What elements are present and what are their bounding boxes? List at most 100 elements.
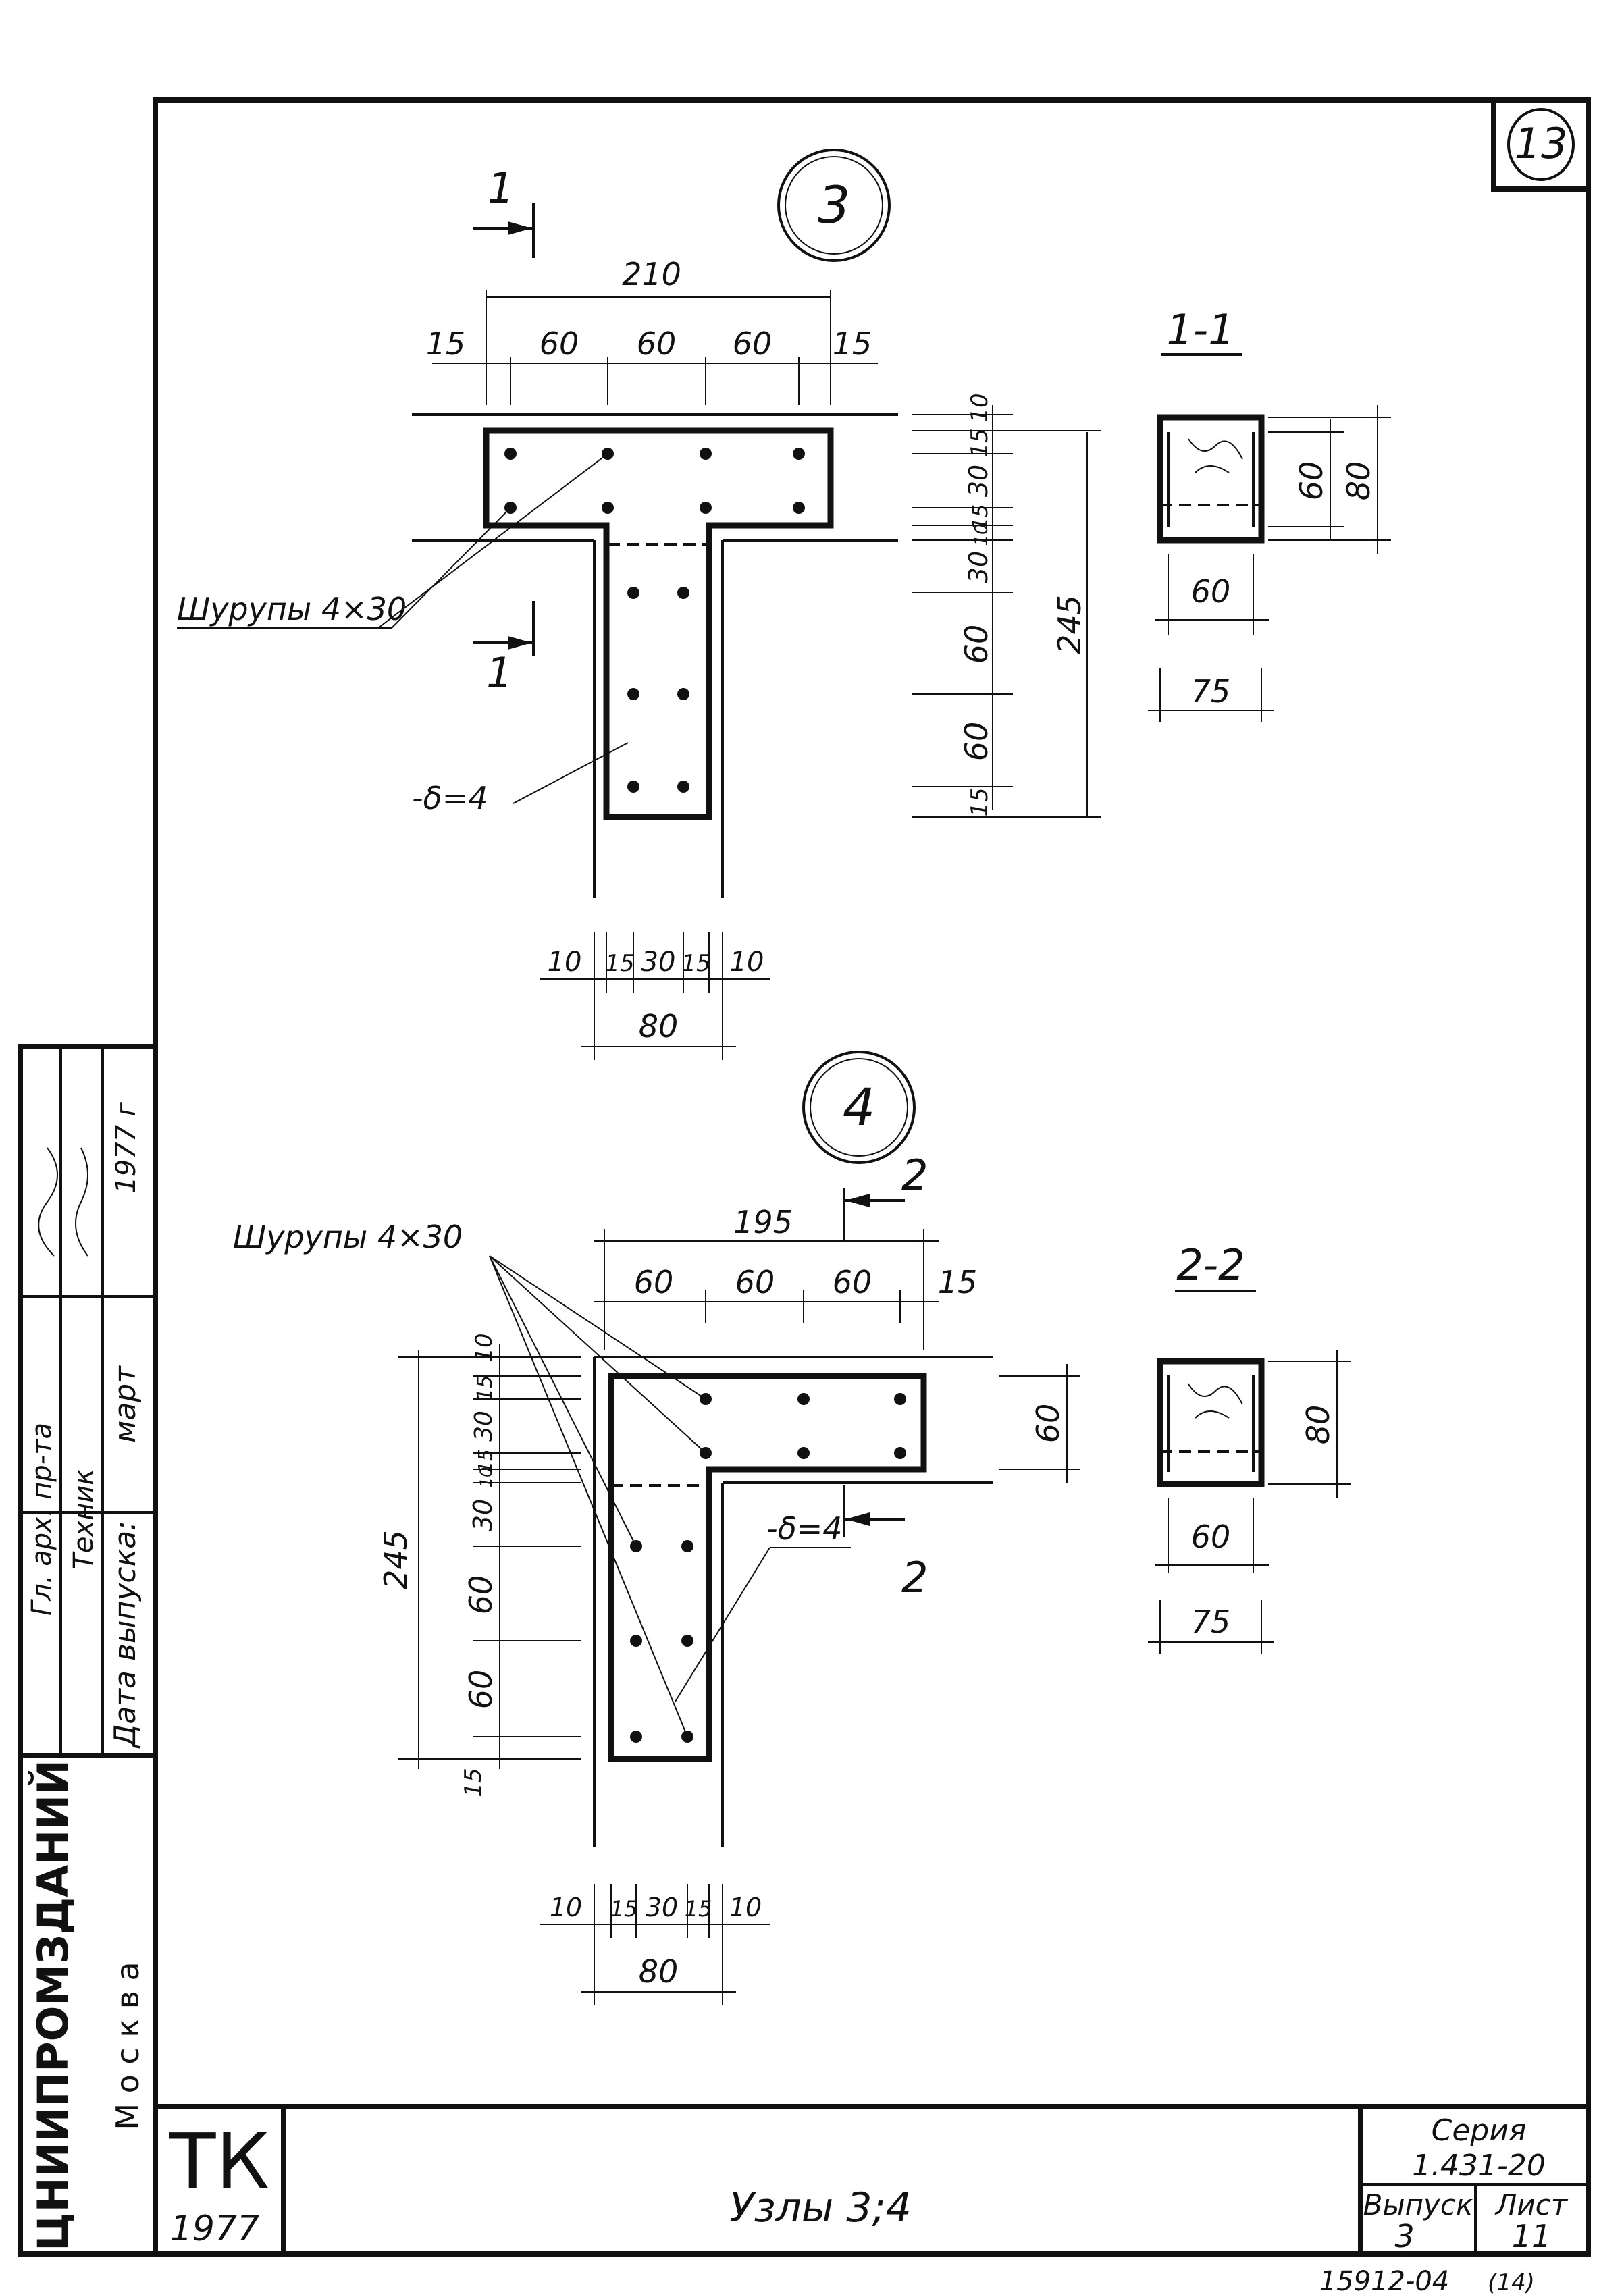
svg-text:15: 15 — [473, 1375, 497, 1401]
screw — [797, 1393, 810, 1405]
stamp-row-1: Гл. арх. пр-та — [26, 1423, 57, 1616]
svg-text:10: 10 — [471, 1333, 498, 1362]
node-4-plate — [608, 1373, 927, 1762]
svg-text:60: 60 — [463, 1575, 499, 1615]
sheet-number-circle — [1507, 108, 1575, 181]
node-4-plate-label: -δ=4 — [766, 1510, 843, 1547]
screw — [630, 1635, 642, 1647]
screw — [630, 1731, 642, 1743]
screw — [894, 1447, 906, 1459]
issue-label: Выпуск — [1363, 2188, 1473, 2221]
svg-text:10: 10 — [729, 1893, 762, 1922]
stamp-date-value: март — [108, 1365, 142, 1443]
cut-1-bottom-arrow — [508, 636, 532, 650]
svg-text:30: 30 — [468, 1499, 498, 1531]
screw — [677, 781, 689, 793]
svg-text:60: 60 — [463, 1670, 499, 1710]
cut-2-top-label: 2 — [901, 1151, 928, 1200]
svg-text:10: 10 — [972, 523, 992, 546]
series-label: Серия — [1432, 2113, 1527, 2148]
svg-text:10: 10 — [730, 947, 764, 978]
svg-text:15: 15 — [426, 325, 466, 362]
node-4-screws — [630, 1393, 906, 1743]
svg-text:15: 15 — [610, 1896, 638, 1922]
svg-text:10: 10 — [550, 1893, 582, 1922]
cut-2-bottom-arrow — [845, 1512, 870, 1526]
sheet-label: Лист — [1494, 2188, 1569, 2221]
svg-text:10: 10 — [548, 947, 582, 978]
stamp-date-label: Дата выпуска: — [108, 1521, 142, 1749]
screw — [681, 1540, 693, 1552]
svg-text:30: 30 — [641, 947, 676, 978]
section-1-1-outline — [1157, 414, 1265, 544]
svg-text:60: 60 — [833, 1264, 872, 1300]
svg-text:60: 60 — [958, 625, 995, 664]
svg-text:15: 15 — [474, 1449, 496, 1473]
node-4-screws-label: Шурупы 4×30 — [233, 1219, 463, 1255]
svg-text:10: 10 — [966, 393, 993, 422]
svg-text:15: 15 — [938, 1264, 978, 1300]
section-1-1-title: 1-1 — [1166, 305, 1234, 354]
screw — [797, 1447, 810, 1459]
svg-text:30: 30 — [470, 1410, 498, 1442]
svg-text:15: 15 — [460, 1768, 487, 1797]
svg-text:15: 15 — [966, 787, 993, 816]
node-3-plate-label: -δ=4 — [412, 780, 488, 816]
node-3-dim-height: 245 — [1051, 595, 1088, 654]
cut-1-bottom-label: 1 — [486, 648, 513, 697]
sheet-number-box — [1491, 100, 1588, 192]
screw — [677, 688, 689, 700]
node-3-screws-label: Шурупы 4×30 — [177, 591, 407, 627]
svg-text:60: 60 — [1030, 1404, 1066, 1444]
svg-text:60: 60 — [1191, 573, 1231, 610]
svg-text:60: 60 — [733, 325, 772, 362]
stamp-year: 1977 г — [111, 1101, 142, 1194]
screw — [627, 587, 639, 599]
screw — [700, 448, 712, 460]
drawing-title: Узлы 3;4 — [729, 2184, 912, 2232]
node-3-dim-total: 210 — [622, 256, 681, 292]
svg-text:60: 60 — [1191, 1519, 1231, 1555]
svg-text:60: 60 — [735, 1264, 775, 1300]
svg-text:15: 15 — [605, 950, 634, 977]
node-3: 3 1 — [177, 149, 1101, 1060]
screw — [793, 448, 805, 460]
sheet-frame — [153, 97, 1591, 2257]
section-2-2-outline — [1157, 1358, 1265, 1487]
svg-text:30: 30 — [646, 1893, 678, 1922]
stamp-org: ЦНИИПРОМЗДАНИЙ — [28, 1760, 78, 2251]
svg-text:60: 60 — [634, 1264, 674, 1300]
svg-text:30: 30 — [964, 551, 993, 583]
cut-2-bottom-label: 2 — [901, 1553, 928, 1602]
svg-text:60: 60 — [1293, 461, 1330, 501]
node-4-dim-bottom-total: 80 — [639, 1953, 679, 1990]
node-3-plate — [483, 427, 834, 820]
node-4-marker: 4 — [843, 1077, 875, 1137]
svg-text:60: 60 — [637, 325, 677, 362]
svg-text:15: 15 — [969, 504, 993, 530]
screw — [677, 587, 689, 599]
node-4-dim-height: 245 — [377, 1530, 414, 1589]
screw — [504, 448, 517, 460]
screw — [627, 781, 639, 793]
cut-2-top-arrow — [845, 1194, 870, 1207]
section-2-2: 2-2 80 60 75 — [1148, 1240, 1351, 1654]
screw — [627, 688, 639, 700]
node-3-right-ticks — [912, 414, 1101, 818]
node-3-marker: 3 — [818, 175, 850, 235]
footer-circle: (14) — [1488, 2269, 1535, 2295]
title-block: ТК 1977 Узлы 3;4 Серия 1.431-20 Выпуск 3… — [155, 2104, 1588, 2254]
node-3-screws — [504, 448, 805, 793]
svg-text:30: 30 — [964, 465, 993, 497]
node-4-marker-circle — [802, 1051, 916, 1164]
signature — [75, 1147, 88, 1257]
screw — [894, 1393, 906, 1405]
signature — [38, 1147, 58, 1257]
svg-text:75: 75 — [1191, 1604, 1231, 1640]
svg-text:80: 80 — [1300, 1405, 1336, 1445]
screw — [602, 502, 614, 514]
title-mark: ТК — [169, 2118, 269, 2206]
footer-code: 15912-04 — [1319, 2266, 1450, 2295]
cut-1-top-label: 1 — [488, 163, 514, 213]
